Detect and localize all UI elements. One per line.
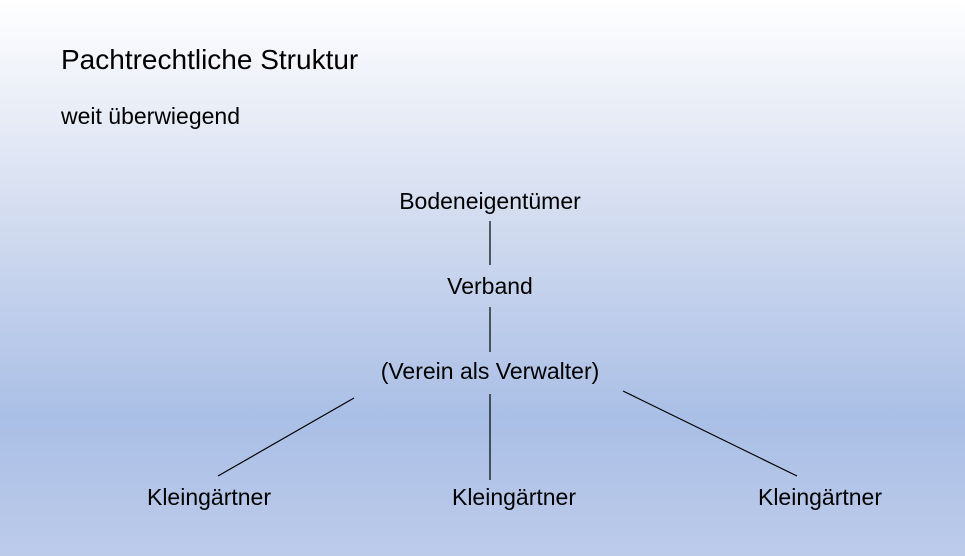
connector-club-gardener-3	[622, 390, 798, 477]
node-gardener-left: Kleingärtner	[146, 484, 272, 510]
node-association: Verband	[447, 273, 533, 299]
node-gardener-center: Kleingärtner	[451, 484, 577, 510]
node-gardener-right: Kleingärtner	[757, 484, 883, 510]
slide-title: Pachtrechtliche Struktur	[61, 44, 359, 75]
connector-club-gardener-1	[217, 397, 355, 477]
slide-subtitle: weit überwiegend	[61, 103, 241, 129]
node-landowner: Bodeneigentümer	[399, 188, 581, 214]
node-club-administrator: (Verein als Verwalter)	[380, 358, 600, 384]
